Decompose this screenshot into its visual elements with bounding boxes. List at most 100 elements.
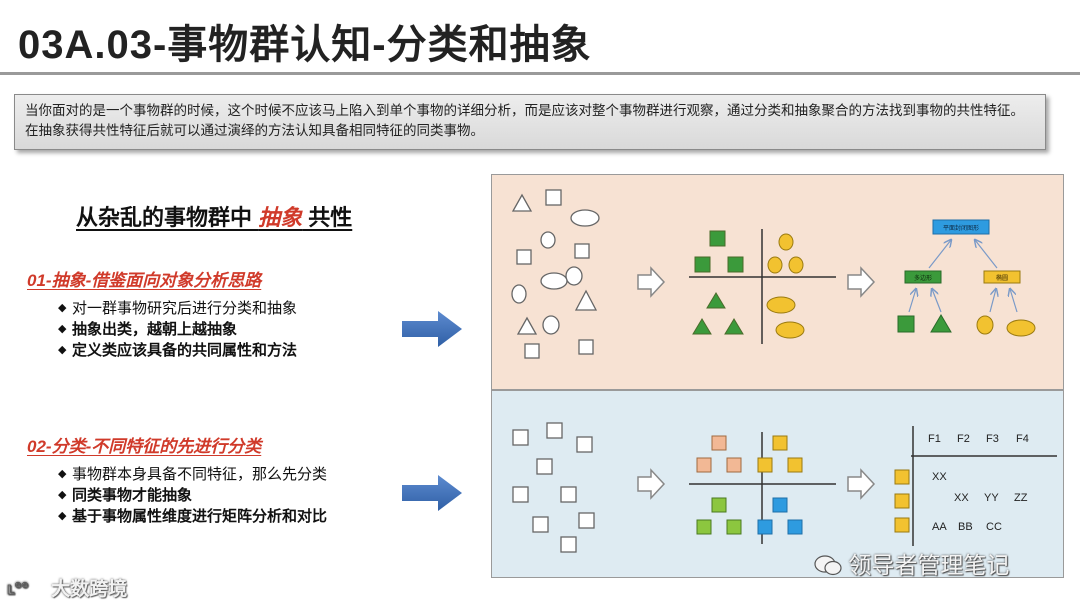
svg-text:椭圆: 椭圆 — [996, 274, 1008, 282]
scattered-squares-group — [512, 422, 595, 553]
gray-arrow-right-icon — [637, 468, 666, 500]
section2-title: 02-分类-不同特征的先进行分类 — [27, 437, 262, 456]
matrix-cell: BB — [958, 521, 973, 533]
square-shape — [694, 256, 711, 273]
ellipse-shape — [775, 321, 805, 339]
title-divider — [0, 72, 1080, 75]
quadrant-cross — [689, 229, 836, 344]
circle-shape — [767, 256, 783, 274]
square-shape — [512, 486, 529, 503]
matrix-cell: YY — [984, 492, 999, 504]
class-box-yellow — [983, 270, 1021, 284]
intro-box: 当你面对的是一个事物群的时候，这个时候不应该马上陷入到单个事物的详细分析，而是应… — [14, 94, 1046, 150]
section1-bullet: ◆抽象出类，越朝上越抽象 — [58, 321, 238, 338]
circle-shape — [788, 256, 804, 274]
yellow-squares-group — [757, 435, 803, 473]
section2-bullet: ◆同类事物才能抽象 — [58, 487, 193, 504]
square-shape — [545, 189, 562, 206]
square-shape — [578, 339, 594, 355]
diagram-illustration: 平面封闭图形 多边形 椭圆 — [511, 189, 1057, 553]
section1-bullet: ◆定义类应该具备的共同属性和方法 — [58, 342, 298, 359]
headline-accent: 抽象 — [258, 205, 303, 230]
headline: 从杂乱的事物群中 抽象 共性 — [76, 200, 352, 232]
square-shape — [574, 243, 590, 259]
square-shape — [516, 249, 532, 265]
wechat-watermark: 领导者管理笔记 — [814, 546, 1009, 580]
intro-text: 当你面对的是一个事物群的时候，这个时候不应该马上陷入到单个事物的详细分析，而是应… — [25, 103, 1024, 138]
square-shape — [560, 486, 577, 503]
headline-prefix: 从杂乱的事物群中 — [76, 205, 259, 230]
matrix-cell: XX — [932, 471, 947, 483]
square-shape — [546, 422, 563, 439]
triangle-shape — [706, 292, 726, 309]
light-green-squares-group — [696, 497, 742, 535]
section1-title: 01-抽象-借鉴面向对象分析思路 — [27, 271, 262, 290]
brand-logo-icon: ʟ°° — [7, 579, 29, 599]
matrix-header: F2 — [957, 433, 970, 445]
matrix-labels: F1 F2 F3 F4 XX XX YY ZZ AA BB CC — [928, 433, 1029, 533]
section1-bullets: ◆对一群事物研究后进行分类和抽象 ◆抽象出类，越朝上越抽象 ◆定义类应该具备的共… — [58, 298, 297, 361]
matrix-cell: XX — [954, 492, 969, 504]
yellow-shapes-group — [766, 233, 805, 339]
square-shape — [576, 436, 593, 453]
ellipse-shape — [570, 209, 600, 227]
section2-bullet: ◆事物群本身具备不同特征，那么先分类 — [58, 466, 328, 483]
headline-suffix: 共性 — [302, 205, 353, 230]
orange-squares-group — [696, 435, 742, 473]
circle-shape — [565, 266, 583, 286]
square-shape — [709, 230, 726, 247]
triangle-shape — [511, 193, 533, 212]
green-shapes-group — [692, 230, 744, 335]
blue-squares-group — [757, 497, 803, 535]
square-shape — [524, 343, 540, 359]
brand-watermark: ʟ°° 大数跨境 — [6, 574, 128, 601]
matrix-cell: ZZ — [1014, 492, 1028, 504]
matrix-cell: CC — [986, 521, 1002, 533]
section2-bullet: ◆基于事物属性维度进行矩阵分析和对比 — [58, 508, 328, 525]
ellipse-shape — [1006, 319, 1036, 337]
matrix-header: F4 — [1016, 433, 1029, 445]
triangle-shape — [930, 314, 952, 333]
matrix-row-markers — [894, 469, 910, 533]
ellipse-shape — [540, 272, 568, 290]
class-box-green — [904, 270, 942, 284]
section1-bullet: ◆对一群事物研究后进行分类和抽象 — [58, 300, 298, 317]
wechat-account-name: 领导者管理笔记 — [848, 552, 1010, 578]
square-shape — [536, 458, 553, 475]
square-shape — [532, 516, 549, 533]
square-shape — [512, 429, 529, 446]
scattered-shapes-group — [511, 189, 600, 359]
matrix-header: F1 — [928, 433, 941, 445]
matrix-cell: AA — [932, 521, 947, 533]
triangle-shape — [574, 289, 598, 311]
circle-shape — [778, 233, 794, 251]
wechat-icon — [814, 555, 842, 576]
svg-text:ʟ°°: ʟ°° — [7, 579, 28, 598]
square-shape — [578, 512, 595, 529]
square-shape — [897, 315, 915, 333]
square-shape — [560, 536, 577, 553]
section2-bullets: ◆事物群本身具备不同特征，那么先分类 ◆同类事物才能抽象 ◆基于事物属性维度进行… — [58, 464, 327, 527]
gray-arrow-right-icon — [847, 468, 876, 500]
square-shape — [727, 256, 744, 273]
circle-shape — [542, 315, 560, 335]
circle-shape — [976, 315, 994, 335]
class-root-box — [932, 219, 990, 235]
triangle-shape — [692, 318, 712, 335]
svg-text:平面封闭图形: 平面封闭图形 — [943, 224, 979, 232]
page-title: 03A.03-事物群认知-分类和抽象 — [18, 23, 592, 67]
blue-arrow-right-icon — [402, 311, 462, 347]
circle-shape — [511, 284, 527, 304]
matrix-grid — [911, 426, 1057, 546]
gray-arrow-right-icon — [637, 266, 666, 298]
brand-name: 大数跨境 — [51, 579, 128, 600]
triangle-shape — [724, 318, 744, 335]
matrix-header: F3 — [986, 433, 999, 445]
triangle-shape — [516, 316, 538, 335]
blue-arrow-right-icon — [402, 475, 462, 511]
gray-arrow-right-icon — [847, 266, 876, 298]
circle-shape — [540, 231, 556, 249]
ellipse-shape — [766, 296, 796, 314]
svg-text:多边形: 多边形 — [914, 274, 932, 282]
class-hierarchy-group: 平面封闭图形 多边形 椭圆 — [897, 219, 1036, 337]
